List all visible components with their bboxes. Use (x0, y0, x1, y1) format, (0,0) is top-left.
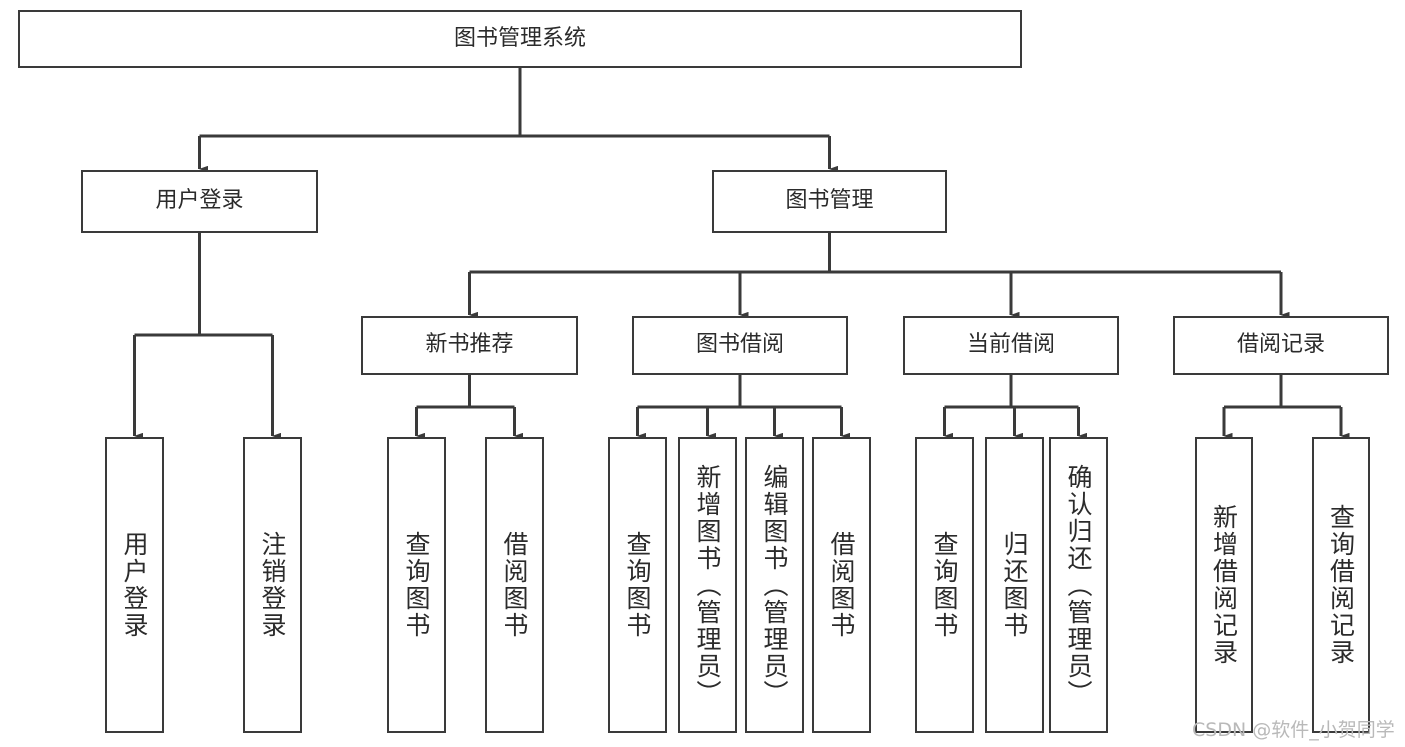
node-label: 借阅图书 (827, 531, 856, 639)
node-label: 归还图书 (1000, 531, 1029, 639)
node-label: 注销登录 (258, 531, 287, 639)
node-leaf-edit-book[interactable]: 编辑图书（管理员） (745, 437, 804, 733)
node-label: 借阅记录 (1236, 332, 1325, 358)
node-leaf-borrow-book-2[interactable]: 借阅图书 (812, 437, 871, 733)
node-label: 新书推荐 (425, 332, 514, 358)
node-label: 当前借阅 (966, 332, 1055, 358)
node-current-borrow[interactable]: 当前借阅 (903, 316, 1119, 375)
node-leaf-confirm-return[interactable]: 确认归还（管理员） (1049, 437, 1108, 733)
node-label: 编辑图书（管理员） (760, 463, 789, 707)
node-leaf-query-book-1[interactable]: 查询图书 (387, 437, 446, 733)
node-root[interactable]: 图书管理系统 (18, 10, 1022, 68)
node-label: 查询图书 (930, 531, 959, 639)
node-label: 图书借阅 (695, 332, 784, 358)
node-label: 用户登录 (155, 188, 244, 214)
node-leaf-query-record[interactable]: 查询借阅记录 (1312, 437, 1370, 733)
node-label: 查询借阅记录 (1326, 504, 1356, 666)
node-label: 新增图书（管理员） (693, 463, 722, 707)
node-new-book-rec[interactable]: 新书推荐 (361, 316, 578, 375)
node-label: 新增借阅记录 (1209, 504, 1239, 666)
node-label: 图书管理 (785, 188, 874, 214)
node-leaf-return-book[interactable]: 归还图书 (985, 437, 1044, 733)
node-label: 查询图书 (623, 531, 652, 639)
node-book-borrow[interactable]: 图书借阅 (632, 316, 848, 375)
node-leaf-borrow-book-1[interactable]: 借阅图书 (485, 437, 544, 733)
node-leaf-add-book[interactable]: 新增图书（管理员） (678, 437, 737, 733)
node-leaf-user-login[interactable]: 用户登录 (105, 437, 164, 733)
node-leaf-add-record[interactable]: 新增借阅记录 (1195, 437, 1253, 733)
node-label: 借阅图书 (500, 531, 529, 639)
node-leaf-logout[interactable]: 注销登录 (243, 437, 302, 733)
node-leaf-query-book-3[interactable]: 查询图书 (915, 437, 974, 733)
node-book-manage[interactable]: 图书管理 (712, 170, 947, 233)
node-leaf-query-book-2[interactable]: 查询图书 (608, 437, 667, 733)
node-borrow-record[interactable]: 借阅记录 (1173, 316, 1389, 375)
node-label: 查询图书 (402, 531, 431, 639)
node-label: 图书管理系统 (453, 25, 586, 51)
node-label: 确认归还（管理员） (1064, 463, 1093, 707)
node-user-login[interactable]: 用户登录 (81, 170, 318, 233)
node-label: 用户登录 (120, 531, 149, 639)
